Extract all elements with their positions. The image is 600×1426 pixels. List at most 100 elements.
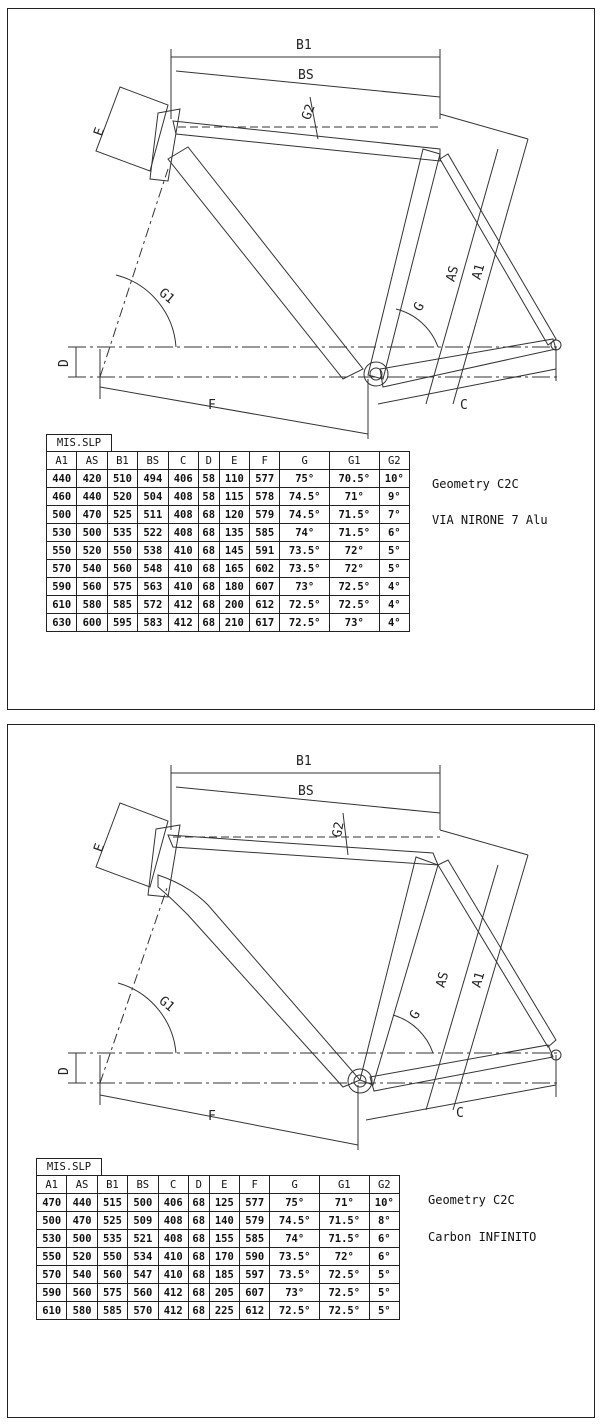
table-cell: 412 [167, 613, 199, 632]
table-cell: 5° [368, 1283, 401, 1302]
table-cell: 410 [157, 1265, 189, 1284]
table-cell: 71° [318, 1193, 370, 1212]
table-cell: 440 [45, 469, 78, 488]
label-g: G [407, 1008, 424, 1022]
table-cell: 560 [96, 1265, 129, 1284]
table-cell: 75° [269, 1193, 320, 1212]
table-cell: 68 [187, 1247, 210, 1266]
table-cell: 530 [35, 1229, 68, 1248]
frame-drawing-carbon: B1 BS G2 E G1 D F G AS A1 C [57, 754, 562, 1150]
table-cell: 210 [218, 613, 251, 632]
table-cell: 58 [197, 469, 220, 488]
table-cell: 580 [76, 595, 108, 614]
table-cell: 71.5° [328, 523, 380, 542]
label-g1: G1 [156, 994, 178, 1016]
table-cell: 58 [197, 487, 220, 506]
table-cell: 570 [35, 1265, 68, 1284]
table-cell: 560 [76, 577, 108, 596]
table-cell: 547 [127, 1265, 159, 1284]
table-cell: 225 [208, 1301, 241, 1320]
label-g: G [411, 300, 428, 314]
table-cell: 5° [378, 559, 411, 578]
label-g1: G1 [156, 286, 178, 308]
table-cell: 4° [378, 613, 411, 632]
table-cell: 68 [187, 1229, 210, 1248]
table-cell: 408 [167, 523, 199, 542]
table-cell: 7° [378, 505, 411, 524]
table-cell: 575 [106, 577, 139, 596]
table-cell: 5° [378, 541, 411, 560]
table-cell: 612 [249, 595, 281, 614]
table-cell: 75° [279, 469, 330, 488]
table-cell: 68 [187, 1193, 210, 1212]
table-cell: 560 [66, 1283, 98, 1302]
label-f: F [208, 398, 216, 413]
table-cell: 72.5° [269, 1301, 320, 1320]
label-d: D [57, 1067, 72, 1075]
table-cell: 73° [279, 577, 330, 596]
table-cell: 570 [127, 1301, 159, 1320]
column-header: B1 [96, 1175, 129, 1194]
table-cell: 590 [45, 577, 78, 596]
table-cell: 71.5° [328, 505, 380, 524]
label-bs: BS [298, 68, 314, 83]
table-cell: 550 [106, 541, 139, 560]
table-cell: 578 [249, 487, 281, 506]
column-header: D [197, 451, 220, 470]
table-cell: 155 [208, 1229, 241, 1248]
table-cell: 68 [197, 595, 220, 614]
table-cell: 630 [45, 613, 78, 632]
table-cell: 550 [35, 1247, 68, 1266]
table-cell: 530 [45, 523, 78, 542]
geometry-label: Geometry C2C [432, 477, 519, 491]
table-cell: 577 [249, 469, 281, 488]
label-c: C [456, 1106, 464, 1121]
table-cell: 510 [106, 469, 139, 488]
column-header: AS [66, 1175, 98, 1194]
table-cell: 585 [239, 1229, 271, 1248]
table-cell: 68 [197, 523, 220, 542]
label-e: E [91, 126, 108, 138]
table-cell: 145 [218, 541, 251, 560]
table-cell: 408 [157, 1229, 189, 1248]
table-cell: 74° [279, 523, 330, 542]
table-cell: 597 [239, 1265, 271, 1284]
table-cell: 412 [157, 1283, 189, 1302]
column-header: G2 [378, 451, 411, 470]
table-cell: 540 [66, 1265, 98, 1284]
table-cell: 10° [378, 469, 411, 488]
table-cell: 71° [328, 487, 380, 506]
table-cell: 408 [157, 1211, 189, 1230]
table-cell: 607 [239, 1283, 271, 1302]
table-cell: 460 [45, 487, 78, 506]
table-cell: 520 [66, 1247, 98, 1266]
table-cell: 412 [157, 1301, 189, 1320]
label-d: D [57, 359, 72, 367]
table-cell: 73° [269, 1283, 320, 1302]
table-cell: 72° [328, 541, 380, 560]
table-cell: 590 [35, 1283, 68, 1302]
table-cell: 410 [167, 559, 199, 578]
column-header: F [239, 1175, 271, 1194]
table-cell: 72.5° [318, 1265, 370, 1284]
label-as: AS [444, 264, 463, 283]
label-bs: BS [298, 784, 314, 799]
table-cell: 71.5° [318, 1211, 370, 1230]
table-cell: 591 [249, 541, 281, 560]
table-cell: 550 [45, 541, 78, 560]
size-table-title: MIS.SLP [36, 1158, 102, 1175]
table-cell: 68 [197, 505, 220, 524]
table-cell: 72.5° [328, 577, 380, 596]
table-cell: 68 [197, 559, 220, 578]
label-as: AS [434, 970, 453, 989]
table-cell: 515 [96, 1193, 129, 1212]
column-header: B1 [106, 451, 139, 470]
table-cell: 535 [96, 1229, 129, 1248]
